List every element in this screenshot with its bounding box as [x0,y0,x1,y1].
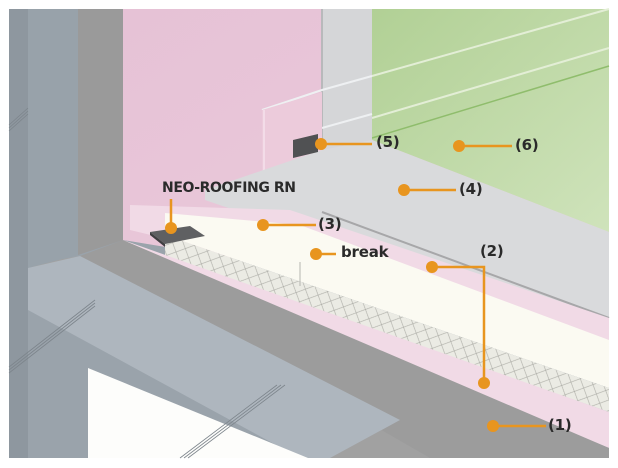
callout-label-3: (3) [318,215,342,233]
marker-product [165,222,177,234]
callout-label-6: (6) [515,136,539,154]
concrete-layer-1 [80,240,609,458]
flashing-bracket-5 [293,134,318,158]
parapet-column [322,9,372,150]
leader-2 [426,261,490,389]
marker-2-bottom [478,377,490,389]
insulation-hatch-face [165,235,609,412]
leader-4 [398,184,456,196]
green-wall-line [371,47,610,119]
green-wall-line [371,8,610,77]
leader-3 [257,219,316,231]
neo-roofing-plate-edge [150,232,165,247]
leader-1 [487,420,546,432]
callout-label-break: break [341,243,389,261]
leader-break [310,248,336,260]
green-wall-edge [371,65,610,139]
neo-roofing-plate [150,226,205,244]
callout-leaders [165,138,546,432]
slab-edge-band [28,256,400,458]
cover-layer-4 [205,140,609,320]
flashing-line [261,75,373,111]
seam-lines [8,107,286,459]
callout-label-4: (4) [459,180,483,198]
leader-5 [315,138,372,150]
flashing-line [321,113,373,129]
callout-label-1: (1) [548,416,572,434]
window-opening [88,368,308,458]
insulation-layer-3 [165,213,609,388]
callout-label-5: (5) [376,133,400,151]
leader-6 [453,140,512,152]
callout-label-2: (2) [480,242,504,260]
left-column-side [78,9,123,255]
cover-layer-edge [321,211,610,319]
leader-product [165,199,177,234]
left-column-dark [9,9,28,458]
product-label: NEO-ROOFING RN [162,180,296,196]
left-column-face [28,9,78,268]
